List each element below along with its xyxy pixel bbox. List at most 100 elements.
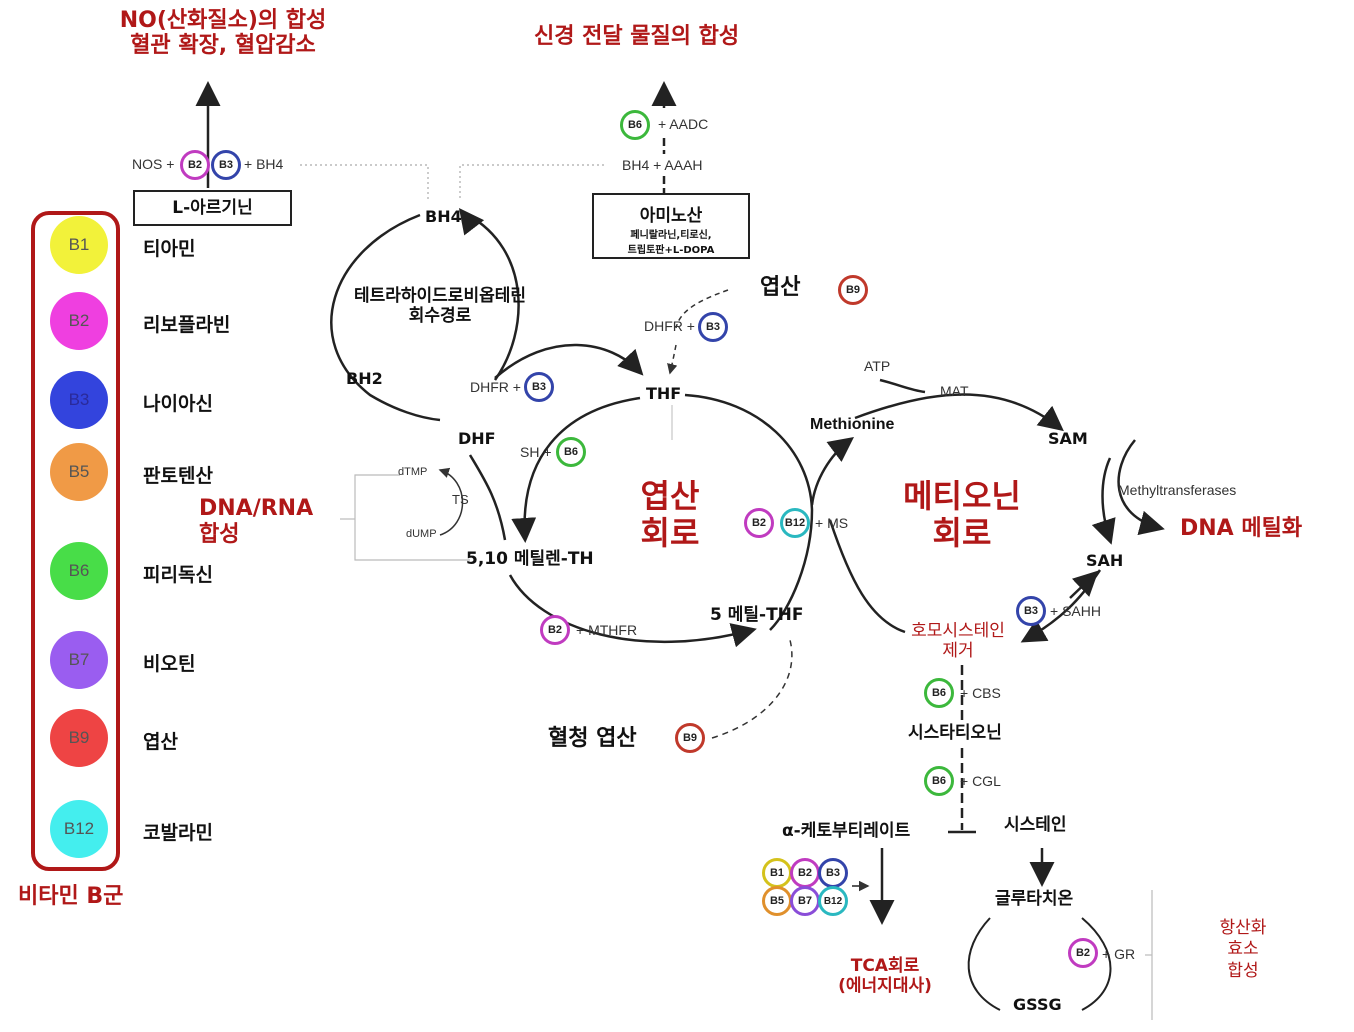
- legend-title: 비타민 B군: [18, 884, 124, 909]
- legend-circle-b5: B5: [50, 443, 108, 501]
- b5-coin-cluster: B5: [762, 886, 792, 916]
- gsh-loop-left: [967, 917, 1001, 1011]
- dna-bracket: [354, 474, 470, 561]
- b9-coin-serum: B9: [675, 723, 705, 753]
- sahh-up: [1069, 570, 1099, 599]
- tca-cycle-label: TCA회로 (에너지대사): [820, 956, 950, 996]
- b12-coin-cluster: B12: [818, 886, 848, 916]
- methionine-to-sam: [854, 393, 1064, 432]
- cystathionine-node: 시스타티오닌: [908, 723, 1002, 743]
- sahh-label: + SAHH: [1050, 603, 1101, 619]
- bh4-cycle-left: [330, 213, 441, 422]
- legend-name-b1: 티아민: [143, 238, 196, 260]
- folic-dashed: [675, 289, 729, 329]
- dna-rna-synthesis: DNA/RNA 합성: [199, 496, 313, 549]
- b2-coin-nos: B2: [180, 150, 210, 180]
- sam-to-sah: [1091, 457, 1116, 545]
- dtmp-label: dTMP: [398, 466, 428, 478]
- gssg-node: GSSG: [1013, 995, 1062, 1014]
- bh4-aaah-label: BH4 + AAAH: [622, 157, 703, 173]
- b7-coin-cluster: B7: [790, 886, 820, 916]
- anti-title-3: 합성: [1227, 960, 1259, 981]
- amino-title: 아미노산: [639, 206, 703, 226]
- no-title-line-1: NO(산화질소)의 합성: [119, 8, 327, 33]
- legend-name-b9: 엽산: [143, 731, 178, 753]
- b3-coin-sahh: B3: [1016, 596, 1046, 626]
- b12-coin-ms: B12: [780, 508, 810, 538]
- folic-dashed-2: [667, 344, 678, 375]
- anti-title-1: 항산화: [1219, 918, 1267, 938]
- no-synthesis-title: NO(산화질소)의 합성 혈관 확장, 혈압감소: [98, 8, 348, 59]
- b6-coin-aadc: B6: [620, 110, 650, 140]
- amino-sub-1: 페니랄라닌,티로신,: [630, 230, 712, 241]
- gsh-loop-right: [1081, 917, 1112, 1011]
- dhfr-label-1: DHFR +: [470, 379, 521, 395]
- bh4-cycle-arrowhead: [458, 208, 485, 236]
- b2-coin-cluster: B2: [790, 858, 820, 888]
- legend-name-b6: 피리독신: [143, 564, 213, 586]
- bh4-cycle-title: 테트라하이드로비옵테린 회수경로: [335, 286, 545, 326]
- legend-circle-b9: B9: [50, 709, 108, 767]
- folate-cycle-title-1: 엽산: [640, 477, 700, 515]
- dhfr-label-2: DHFR +: [644, 318, 695, 334]
- homocysteine-title-2: 제거: [942, 640, 974, 661]
- tca-title-2: (에너지대사): [838, 975, 932, 996]
- b3-coin-cluster: B3: [818, 858, 848, 888]
- b3-coin-nos: B3: [211, 150, 241, 180]
- cysteine-node: 시스테인: [1004, 815, 1067, 835]
- legend-circle-b7: B7: [50, 631, 108, 689]
- b6-coin-sh: B6: [556, 437, 586, 467]
- b9-coin-top: B9: [838, 275, 868, 305]
- glutathione-node: 글루타치온: [995, 889, 1074, 909]
- sh-label: SH +: [520, 444, 552, 460]
- legend-circle-b2: B2: [50, 292, 108, 350]
- thf-node: THF: [646, 384, 682, 403]
- sam-node: SAM: [1048, 429, 1088, 448]
- no-title-line-2: 혈관 확장, 혈압감소: [130, 33, 316, 59]
- b1-coin-cluster: B1: [762, 858, 792, 888]
- folate-cycle-title-2: 회로: [640, 513, 700, 552]
- dhf-node: DHF: [458, 429, 496, 448]
- atp-label: ATP: [864, 358, 891, 374]
- methyltransferase-curve: [1117, 439, 1165, 536]
- amino-acid-box: 아미노산 페니랄라닌,티로신, 트립토판+L-DOPA: [592, 193, 750, 259]
- dhf-to-thf-arrow: [494, 343, 644, 379]
- sah-node: SAH: [1086, 551, 1124, 570]
- legend-circle-b12: B12: [50, 800, 108, 858]
- b2-coin-ms: B2: [744, 508, 774, 538]
- l-arginine-box: L-아르기닌: [133, 190, 292, 226]
- folic-acid-label: 엽산: [760, 275, 801, 300]
- serum-folate-label: 혈청 엽산: [548, 726, 637, 751]
- methionine-cycle-title-1: 메티오닌: [903, 477, 1021, 515]
- anti-title-2: 효소: [1227, 939, 1259, 960]
- methyltransferases-label: Methyltransferases: [1118, 482, 1237, 498]
- amino-sub-2: 트립토판+L-DOPA: [627, 245, 715, 256]
- ms-to-methionine: [810, 436, 854, 506]
- legend-circle-b1: B1: [50, 216, 108, 274]
- folate-cycle-bottom: [508, 574, 757, 648]
- cbs-label: + CBS: [960, 685, 1001, 701]
- methionine-node: Methionine: [810, 416, 895, 433]
- bh4-to-nos-dotted: [300, 164, 429, 200]
- bh4-label-nos: + BH4: [244, 156, 284, 172]
- b3-coin-dhfr-1: B3: [524, 372, 554, 402]
- bh2-node: BH2: [346, 369, 383, 388]
- dna-methylation-label: DNA 메틸화: [1180, 516, 1303, 541]
- alpha-ketobutyrate-node: α-케토부티레이트: [782, 821, 911, 841]
- serum-dashed: [711, 639, 793, 739]
- b2-coin-gr: B2: [1068, 938, 1098, 968]
- homocysteine-removal: 호모시스테인 제거: [890, 621, 1026, 661]
- dump-label: dUMP: [406, 528, 437, 540]
- gr-label: + GR: [1102, 946, 1136, 962]
- mat-label: MAT: [940, 383, 969, 399]
- legend-name-b5: 판토텐산: [143, 465, 213, 487]
- folate-cycle-left: [511, 396, 641, 543]
- methyl-thf-node: 5 메틸-THF: [710, 605, 804, 625]
- legend-name-b3: 나이아신: [143, 393, 213, 415]
- bh4-cycle-title-2: 회수경로: [408, 305, 472, 326]
- legend-name-b2: 리보플라빈: [143, 314, 231, 336]
- mthfr-label: + MTHFR: [576, 622, 638, 638]
- nos-label: NOS +: [132, 156, 175, 172]
- tca-title-1: TCA회로: [850, 956, 920, 976]
